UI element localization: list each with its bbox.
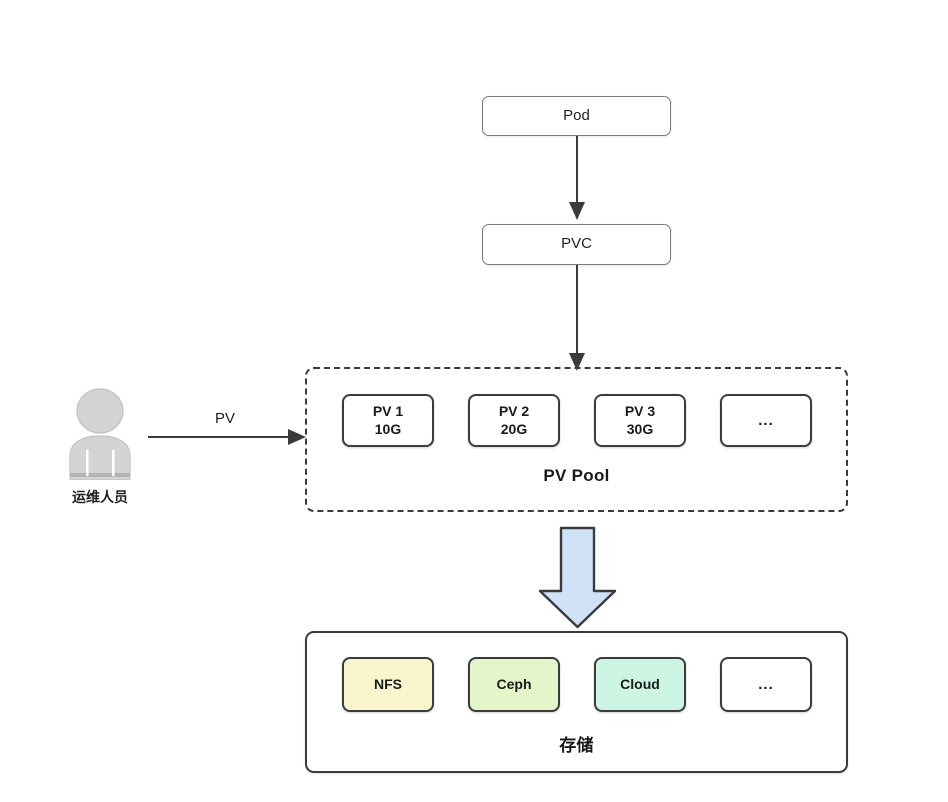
edge-pvpool-to-storage: [538, 526, 617, 629]
storage-item-nfs[interactable]: NFS: [342, 657, 434, 712]
pv-pool-item-4[interactable]: ...: [720, 394, 812, 447]
edge-label-pv: PV: [214, 410, 235, 427]
pv-pool-container: PV 1 10G PV 2 20G PV 3 30G ... PV Pool: [305, 367, 848, 512]
pv-pool-item-1-size: 10G: [374, 420, 402, 437]
pv-pool-item-2-name: PV 2: [498, 403, 530, 419]
pv-pool-item-3[interactable]: PV 3 30G: [594, 394, 686, 447]
actor-ops-person[interactable]: [62, 388, 138, 481]
pv-pool-item-1-name: PV 1: [372, 403, 404, 419]
pv-pool-item-2[interactable]: PV 2 20G: [468, 394, 560, 447]
node-pod[interactable]: Pod: [482, 96, 671, 136]
person-icon: [69, 388, 131, 481]
storage-container: NFS Ceph Cloud ... 存储: [305, 631, 848, 773]
node-pvc-label: PVC: [561, 235, 592, 253]
storage-item-nfs-label: NFS: [374, 675, 402, 692]
node-pvc[interactable]: PVC: [482, 224, 671, 265]
pv-pool-item-3-name: PV 3: [624, 403, 656, 419]
actor-caption: 运维人员: [72, 489, 128, 505]
node-pod-label: Pod: [563, 106, 590, 124]
pv-pool-label: PV Pool: [543, 466, 610, 485]
storage-item-ceph-label: Ceph: [496, 675, 532, 692]
storage-label: 存储: [559, 736, 594, 755]
storage-item-more[interactable]: ...: [720, 657, 812, 712]
pv-pool-item-3-size: 30G: [626, 420, 654, 437]
pv-pool-item-1[interactable]: PV 1 10G: [342, 394, 434, 447]
pv-pool-item-4-name: ...: [758, 412, 774, 429]
storage-item-cloud-label: Cloud: [620, 675, 660, 692]
storage-item-cloud[interactable]: Cloud: [594, 657, 686, 712]
pv-pool-item-2-size: 20G: [500, 420, 528, 437]
storage-item-more-label: ...: [758, 676, 774, 693]
storage-item-ceph[interactable]: Ceph: [468, 657, 560, 712]
